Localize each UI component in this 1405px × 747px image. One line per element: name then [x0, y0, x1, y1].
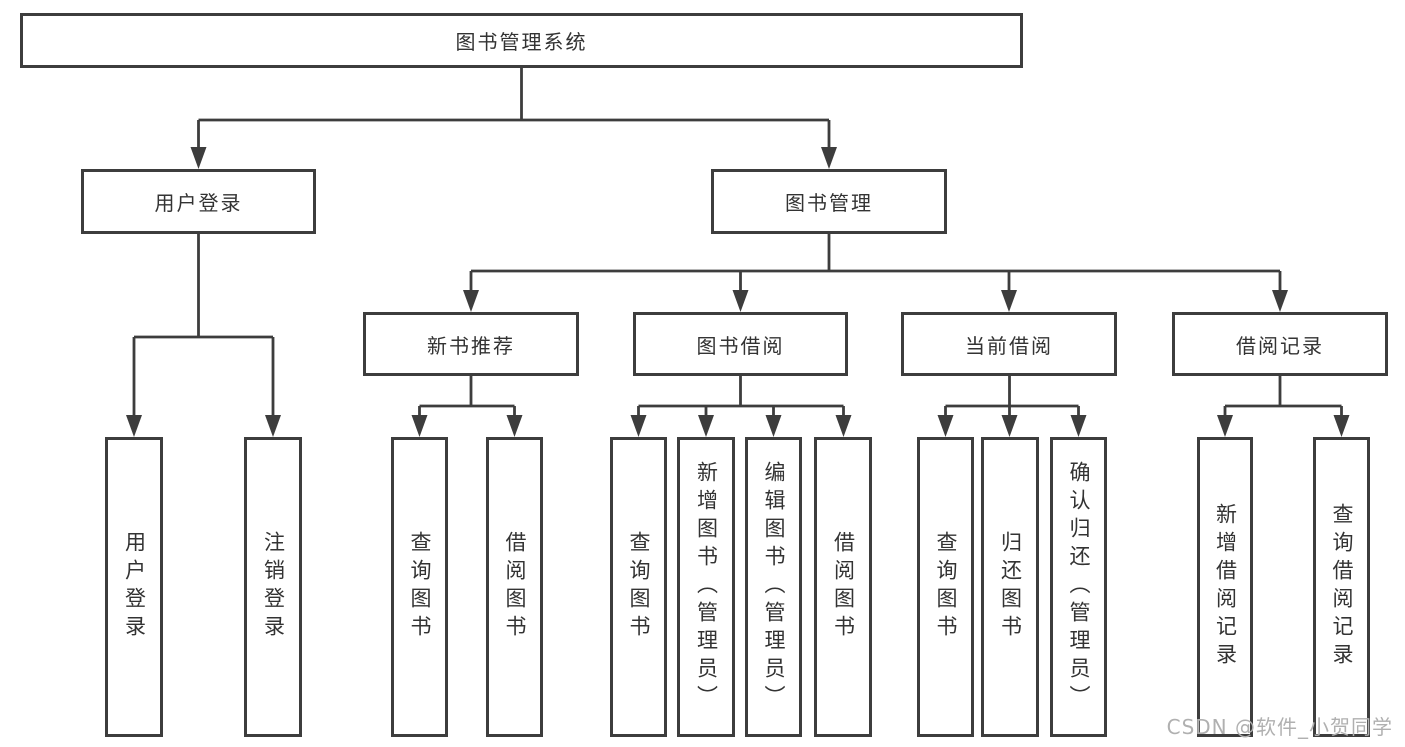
- node-leaf-query-books-recommend: 查询图书: [391, 437, 448, 737]
- node-leaf-edit-book-admin: 编辑图书（管理员）: [745, 437, 802, 737]
- node-label: 新书推荐: [427, 333, 515, 358]
- node-label: 编辑图书（管理员）: [762, 461, 786, 713]
- node-label: 新增图书（管理员）: [694, 461, 719, 713]
- node-label: 图书管理系统: [455, 30, 588, 54]
- node-leaf-confirm-return-admin: 确认归还（管理员）: [1050, 437, 1107, 737]
- node-leaf-return-book: 归还图书: [981, 437, 1039, 737]
- node-label: 借阅记录: [1236, 333, 1324, 358]
- node-borrow-records: 借阅记录: [1172, 312, 1388, 376]
- node-label: 图书管理: [785, 191, 873, 215]
- node-label: 借阅图书: [831, 531, 856, 643]
- node-label: 新增借阅记录: [1213, 503, 1238, 671]
- edge-book-management-to-level3: [463, 234, 1288, 312]
- edge-new-book-recommend-to-leaves: [411, 376, 523, 437]
- node-label: 归还图书: [998, 531, 1023, 643]
- node-label: 确认归还（管理员）: [1067, 461, 1091, 713]
- node-label: 当前借阅: [965, 333, 1053, 358]
- edge-user-login-to-leaves: [126, 234, 281, 437]
- node-book-borrow: 图书借阅: [633, 312, 848, 376]
- node-label: 用户登录: [122, 531, 147, 643]
- node-leaf-add-borrow-record: 新增借阅记录: [1197, 437, 1253, 737]
- node-library-management-system: 图书管理系统: [20, 13, 1023, 68]
- node-label: 查询图书: [627, 531, 651, 643]
- edge-current-borrow-to-leaves: [937, 376, 1087, 437]
- node-book-management: 图书管理: [711, 169, 947, 234]
- node-label: 借阅图书: [503, 531, 527, 643]
- node-label: 查询借阅记录: [1330, 503, 1354, 671]
- edge-book-borrow-to-leaves: [630, 376, 852, 437]
- node-leaf-add-book-admin: 新增图书（管理员）: [677, 437, 735, 737]
- edge-root-to-level2: [190, 68, 837, 169]
- node-label: 查询图书: [934, 531, 958, 643]
- node-leaf-borrow-books: 借阅图书: [814, 437, 872, 737]
- node-label: 用户登录: [154, 191, 243, 215]
- node-user-login: 用户登录: [81, 169, 316, 234]
- node-new-book-recommend: 新书推荐: [363, 312, 579, 376]
- node-leaf-logout: 注销登录: [244, 437, 302, 737]
- edge-borrow-records-to-leaves: [1217, 376, 1350, 437]
- node-leaf-user-login: 用户登录: [105, 437, 163, 737]
- node-leaf-borrow-books-recommend: 借阅图书: [486, 437, 543, 737]
- node-label: 查询图书: [408, 531, 432, 643]
- node-leaf-query-books-borrow: 查询图书: [610, 437, 667, 737]
- node-current-borrow: 当前借阅: [901, 312, 1117, 376]
- node-label: 注销登录: [261, 531, 286, 643]
- node-label: 图书借阅: [696, 333, 785, 358]
- node-leaf-query-borrow-record: 查询借阅记录: [1313, 437, 1370, 737]
- node-leaf-query-books-current: 查询图书: [917, 437, 974, 737]
